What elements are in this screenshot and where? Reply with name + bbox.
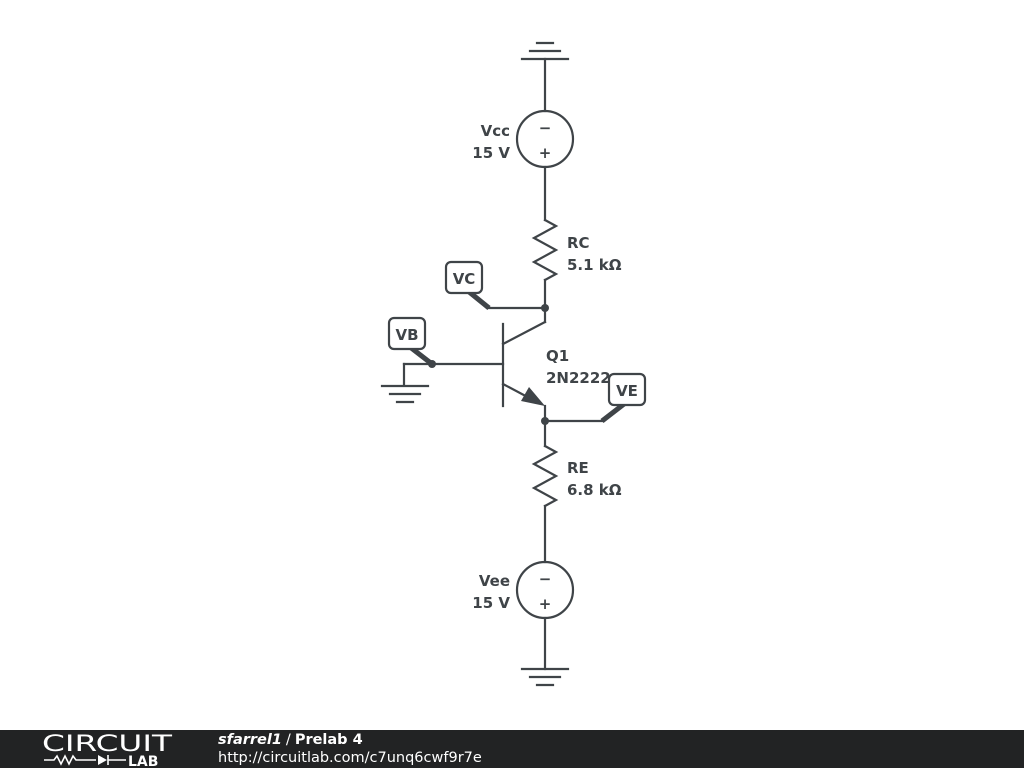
circuit-meta: sfarrel1/Prelab 4 http://circuitlab.com/… <box>218 731 482 767</box>
re-resistor[interactable] <box>531 444 559 508</box>
vcc-value: 15 V <box>472 144 510 162</box>
q1-transistor[interactable] <box>501 306 547 423</box>
vcc-source[interactable]: − + <box>515 109 575 169</box>
vee-source[interactable]: − + <box>515 560 575 620</box>
vc-tag-text: VC <box>453 270 476 288</box>
ve-node-tag[interactable]: VE <box>600 372 647 423</box>
logo-diode-icon <box>98 755 107 765</box>
circuit-title[interactable]: Prelab 4 <box>294 732 363 748</box>
rc-resistor[interactable] <box>531 218 559 282</box>
ve-tag-text: VE <box>616 382 638 400</box>
vee-plus-sign: + <box>539 595 552 613</box>
rc-label: RC <box>567 234 590 252</box>
q1-label: Q1 <box>546 347 569 365</box>
vee-value: 15 V <box>472 594 510 612</box>
title-separator: / <box>285 732 291 748</box>
re-label: RE <box>567 459 589 477</box>
vb-tag-text: VB <box>395 326 418 344</box>
rc-value: 5.1 kΩ <box>567 256 622 274</box>
vc-node-tag[interactable]: VC <box>444 260 491 310</box>
q1-part-number: 2N2222 <box>546 369 611 387</box>
ground-bottom-symbol <box>520 616 570 687</box>
ground-top-symbol <box>520 41 570 113</box>
emitter-arrow-icon <box>521 387 545 406</box>
circuitlab-logo[interactable]: CIRCUIT LAB <box>42 730 178 768</box>
circuit-url-link[interactable]: http://circuitlab.com/c7unq6cwf9r7e <box>218 750 482 766</box>
re-value: 6.8 kΩ <box>567 481 622 499</box>
vcc-label: Vcc <box>481 122 510 140</box>
vee-minus-sign: − <box>539 570 552 588</box>
vcc-plus-sign: + <box>539 144 552 162</box>
logo-resistor-icon <box>44 754 96 766</box>
vcc-minus-sign: − <box>539 119 552 137</box>
author-link[interactable]: sfarrel1 <box>218 732 282 748</box>
logo-circuit-text: CIRCUIT <box>42 732 173 757</box>
vb-node-tag[interactable]: VB <box>387 316 434 366</box>
base-ground-symbol <box>380 362 430 404</box>
schematic-canvas: − + Vcc 15 V RC 5.1 kΩ VC Q1 2N2222 V <box>380 41 647 687</box>
vee-label: Vee <box>479 572 510 590</box>
logo-lab-text: LAB <box>128 754 158 768</box>
footer-bar: CIRCUIT LAB sfarrel1/Prelab 4 http://cir… <box>0 730 1024 768</box>
